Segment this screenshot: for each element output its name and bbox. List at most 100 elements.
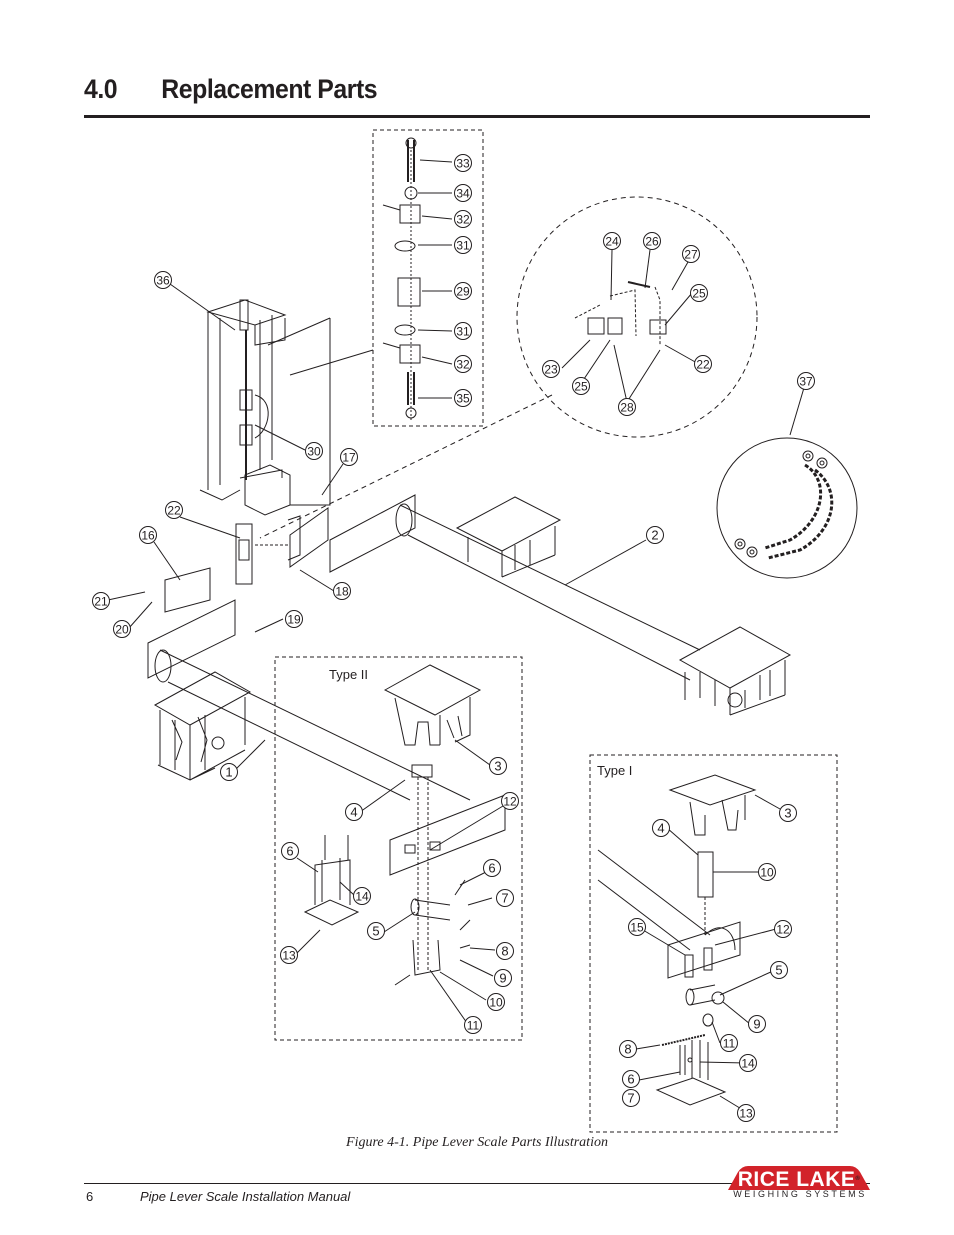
chain-detail <box>734 450 834 560</box>
manual-title: Pipe Lever Scale Installation Manual <box>140 1189 351 1204</box>
callout-label-c27: 27 <box>684 248 698 262</box>
callout-circle-c6b <box>483 859 501 877</box>
callout-circle-c13b <box>737 1104 755 1122</box>
callout-label-c33: 33 <box>456 157 470 171</box>
callout-circle-c23 <box>542 360 560 378</box>
callout-circle-c32a <box>454 210 472 228</box>
type-i-box <box>589 754 838 1133</box>
page-number: 6 <box>86 1189 94 1204</box>
callout-circle-c15 <box>628 918 646 936</box>
section-number: 4.0 <box>84 74 118 104</box>
callout-label-c14a: 14 <box>355 890 369 904</box>
callout-circle-c22a <box>165 501 183 519</box>
callout-circle-c17 <box>340 448 358 466</box>
callout-circle-c14a <box>353 887 371 905</box>
callout-circle-c9b <box>748 1015 766 1033</box>
callout-circle-c12b <box>774 920 792 938</box>
callout-circle-c31b <box>454 322 472 340</box>
callout-circle-c30 <box>305 442 323 460</box>
callout-label-c24: 24 <box>605 235 619 249</box>
callout-circle-c22b <box>694 355 712 373</box>
detail-leader-dashed <box>259 394 553 539</box>
callout-circle-c24 <box>603 232 621 250</box>
callout-circle-c8b <box>619 1040 637 1058</box>
callout-label-c14b: 14 <box>741 1057 755 1071</box>
callout-circle-c35 <box>454 389 472 407</box>
figure-caption: Figure 4-1. Pipe Lever Scale Parts Illus… <box>346 1135 608 1150</box>
callout-circle-c3b <box>779 804 797 822</box>
callout-label-c35: 35 <box>456 392 470 406</box>
callout-circle-c10b <box>758 863 776 881</box>
callout-label-c4a: 4 <box>350 805 357 820</box>
callout-circle-c1 <box>220 763 238 781</box>
callout-circle-c7b <box>622 1089 640 1107</box>
logo-registered-mark: ® <box>855 1176 861 1182</box>
callout-label-c12a: 12 <box>503 795 517 809</box>
type-i-label: Type I <box>597 763 632 778</box>
callout-label-c1: 1 <box>225 765 232 780</box>
callout-label-c31b: 31 <box>456 325 470 339</box>
callout-circle-c28 <box>618 398 636 416</box>
callout-label-c5b: 5 <box>775 963 782 978</box>
callout-label-c13a: 13 <box>282 949 296 963</box>
callout-circle-c12a <box>501 792 519 810</box>
callout-label-c18: 18 <box>335 585 349 599</box>
callout-circle-c18 <box>333 582 351 600</box>
callout-circle-c5a <box>367 922 385 940</box>
callout-circle-c19 <box>285 610 303 628</box>
callout-circle-c10a <box>487 993 505 1011</box>
callout-circle-c36 <box>154 271 172 289</box>
callout-label-c15: 15 <box>630 921 644 935</box>
pipe-1 <box>147 599 471 801</box>
callout-circle-c4b <box>652 819 670 837</box>
vertical-stand-36 <box>199 299 331 516</box>
callout-label-c9b: 9 <box>753 1017 760 1032</box>
callout-label-c32a: 32 <box>456 213 470 227</box>
callout-label-c6b: 6 <box>488 861 495 876</box>
callout-circle-c4a <box>345 803 363 821</box>
callout-label-c36: 36 <box>156 274 170 288</box>
heading-rule <box>84 115 870 118</box>
end-plates <box>164 507 329 613</box>
type-i-assembly <box>597 774 757 1106</box>
callout-circle-c37 <box>797 372 815 390</box>
type-ii-label: Type II <box>329 667 368 682</box>
callout-label-c17: 17 <box>342 451 356 465</box>
callout-circle-c2 <box>646 526 664 544</box>
callout-circle-c25b <box>572 377 590 395</box>
callout-circle-c29 <box>454 282 472 300</box>
callout-circle-c16 <box>139 526 157 544</box>
callout-circle-c34 <box>454 184 472 202</box>
logo-top-text: RICE LAKE <box>737 1168 856 1191</box>
rice-lake-logo: RICE LAKE® WEIGHING SYSTEMS <box>728 1166 870 1204</box>
callout-label-c34: 34 <box>456 187 470 201</box>
callout-circle-c14b <box>739 1054 757 1072</box>
callout-circle-c3a <box>489 757 507 775</box>
bolt-assembly <box>382 137 421 420</box>
callout-label-c12b: 12 <box>776 923 790 937</box>
callout-label-c3a: 3 <box>494 759 501 774</box>
callout-label-c31a: 31 <box>456 239 470 253</box>
leader-lines <box>107 159 807 1114</box>
callout-label-c11a: 11 <box>467 1019 480 1033</box>
callout-label-c20: 20 <box>115 623 129 637</box>
callout-label-c29: 29 <box>456 285 470 299</box>
callout-circle-c25a <box>690 284 708 302</box>
callout-circle-c6c <box>622 1070 640 1088</box>
bolt-box-leader <box>289 349 374 376</box>
main-pipe-2 <box>329 494 792 716</box>
callout-circle-c33 <box>454 154 472 172</box>
callout-label-c30: 30 <box>307 445 321 459</box>
callout-label-c10a: 10 <box>489 996 503 1010</box>
callout-label-c22b: 22 <box>696 358 710 372</box>
callout-circle-c21 <box>92 592 110 610</box>
callout-label-c25a: 25 <box>692 287 706 301</box>
callout-label-c23: 23 <box>544 363 558 377</box>
detail-circle-chain <box>716 437 858 579</box>
callout-label-c4b: 4 <box>657 821 664 836</box>
callout-label-c11b: 11 <box>723 1037 736 1051</box>
callout-label-c10b: 10 <box>760 866 774 880</box>
